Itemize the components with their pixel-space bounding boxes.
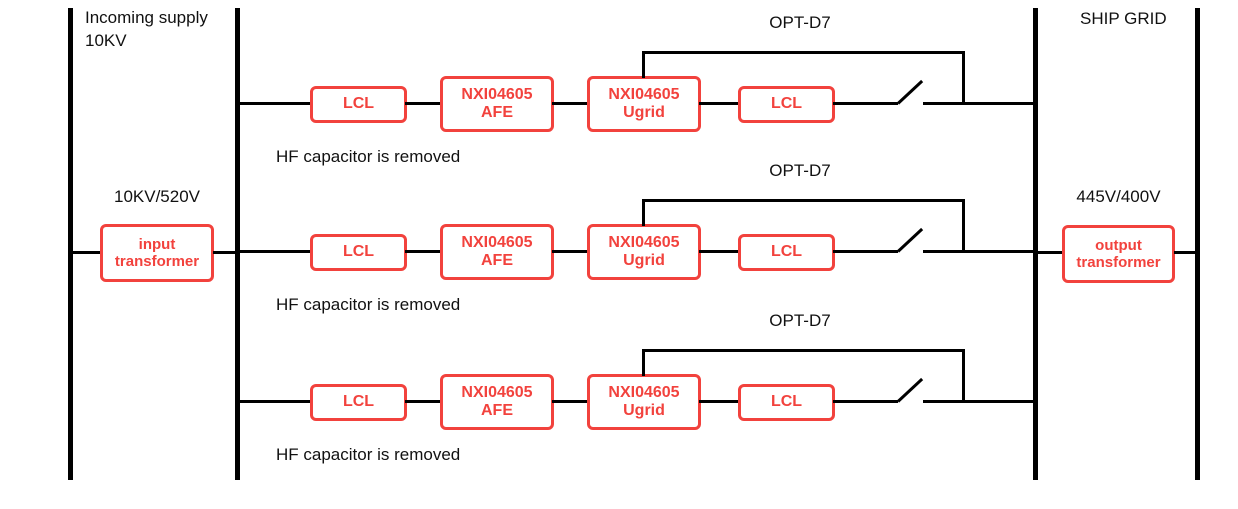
- wire-segment: [1036, 251, 1064, 254]
- wire-segment: [552, 400, 589, 403]
- input-transformer-box: input transformer: [100, 224, 214, 282]
- optd7-bypass-drop: [962, 51, 965, 105]
- ugrid-type-label: Ugrid: [623, 104, 665, 121]
- wire-segment: [237, 400, 312, 403]
- ugrid-model-label: NXI04605: [608, 233, 680, 251]
- output-bus-bar: [1033, 8, 1038, 480]
- optd7-label: OPT-D7: [769, 311, 831, 330]
- converter-branch-2: OPT-D7 LCL NXI04605 AFE NXI04605 Ugrid L…: [237, 161, 1035, 319]
- lcl-filter-input-box: LCL: [310, 234, 407, 271]
- wire-segment: [923, 400, 1035, 403]
- disconnect-switch-blade: [896, 377, 924, 403]
- wire-segment: [699, 102, 740, 105]
- wire-segment: [70, 251, 102, 254]
- input-bus-bar: [235, 8, 240, 480]
- incoming-supply-line1: Incoming supply: [85, 8, 208, 27]
- optd7-bypass-top: [642, 349, 965, 352]
- afe-type-label: AFE: [481, 402, 513, 419]
- wire-segment: [1174, 251, 1197, 254]
- afe-converter-box: NXI04605 AFE: [440, 224, 554, 280]
- lcl-filter-output-box: LCL: [738, 234, 835, 271]
- optd7-bypass-drop: [962, 349, 965, 403]
- afe-model-label: NXI04605: [461, 85, 533, 103]
- incoming-supply-label: Incoming supply 10KV: [85, 6, 208, 52]
- hf-capacitor-note: HF capacitor is removed: [276, 295, 461, 314]
- ship-grid-label: SHIP GRID: [1080, 9, 1167, 28]
- afe-type-label: AFE: [481, 252, 513, 269]
- afe-model-label: NXI04605: [461, 383, 533, 401]
- ugrid-type-label: Ugrid: [623, 252, 665, 269]
- hf-capacitor-note: HF capacitor is removed: [276, 147, 461, 166]
- ship-grid-bus-bar: [1195, 8, 1200, 480]
- optd7-bypass-riser: [642, 199, 645, 226]
- input-transformer-line1: input: [138, 235, 176, 253]
- wire-segment: [405, 400, 442, 403]
- optd7-bypass-riser: [642, 349, 645, 376]
- wire-segment: [237, 102, 312, 105]
- lcl-filter-input-box: LCL: [310, 86, 407, 123]
- disconnect-switch-blade: [896, 227, 924, 253]
- input-ratio-label: 10KV/520V: [113, 187, 200, 206]
- lcl-label: LCL: [342, 243, 375, 261]
- supply-bus-bar: [68, 8, 73, 480]
- lcl-filter-output-box: LCL: [738, 384, 835, 421]
- ugrid-model-label: NXI04605: [608, 85, 680, 103]
- afe-converter-box: NXI04605 AFE: [440, 374, 554, 430]
- lcl-label: LCL: [770, 243, 803, 261]
- converter-branch-1: OPT-D7 LCL NXI04605 AFE NXI04605 Ugrid L…: [237, 13, 1035, 171]
- wire-segment: [405, 102, 442, 105]
- wire-segment: [923, 102, 1035, 105]
- output-transformer-line1: output: [1095, 236, 1142, 254]
- wire-segment: [699, 400, 740, 403]
- wire-segment: [552, 102, 589, 105]
- optd7-bypass-top: [642, 199, 965, 202]
- afe-type-label: AFE: [481, 104, 513, 121]
- ugrid-type-label: Ugrid: [623, 402, 665, 419]
- ugrid-converter-box: NXI04605 Ugrid: [587, 374, 701, 430]
- ugrid-model-label: NXI04605: [608, 383, 680, 401]
- wire-segment: [833, 400, 898, 403]
- lcl-filter-input-box: LCL: [310, 384, 407, 421]
- wire-segment: [405, 250, 442, 253]
- wire-segment: [833, 102, 898, 105]
- wire-segment: [213, 251, 237, 254]
- wire-segment: [237, 250, 312, 253]
- wire-segment: [552, 250, 589, 253]
- wire-segment: [699, 250, 740, 253]
- optd7-bypass-drop: [962, 199, 965, 253]
- hf-capacitor-note: HF capacitor is removed: [276, 445, 461, 464]
- optd7-bypass-riser: [642, 51, 645, 78]
- afe-converter-box: NXI04605 AFE: [440, 76, 554, 132]
- output-ratio-label: 445V/400V: [1076, 187, 1161, 206]
- output-transformer-line2: transformer: [1076, 254, 1161, 271]
- afe-model-label: NXI04605: [461, 233, 533, 251]
- optd7-label: OPT-D7: [769, 13, 831, 32]
- wire-segment: [833, 250, 898, 253]
- ugrid-converter-box: NXI04605 Ugrid: [587, 224, 701, 280]
- converter-branch-3: OPT-D7 LCL NXI04605 AFE NXI04605 Ugrid L…: [237, 311, 1035, 469]
- incoming-supply-line2: 10KV: [85, 31, 127, 50]
- optd7-label: OPT-D7: [769, 161, 831, 180]
- output-transformer-box: output transformer: [1062, 225, 1175, 283]
- lcl-filter-output-box: LCL: [738, 86, 835, 123]
- lcl-label: LCL: [770, 95, 803, 113]
- disconnect-switch-blade: [896, 79, 924, 105]
- lcl-label: LCL: [342, 95, 375, 113]
- lcl-label: LCL: [770, 393, 803, 411]
- input-transformer-line2: transformer: [114, 253, 200, 270]
- optd7-bypass-top: [642, 51, 965, 54]
- wire-segment: [923, 250, 1035, 253]
- lcl-label: LCL: [342, 393, 375, 411]
- ugrid-converter-box: NXI04605 Ugrid: [587, 76, 701, 132]
